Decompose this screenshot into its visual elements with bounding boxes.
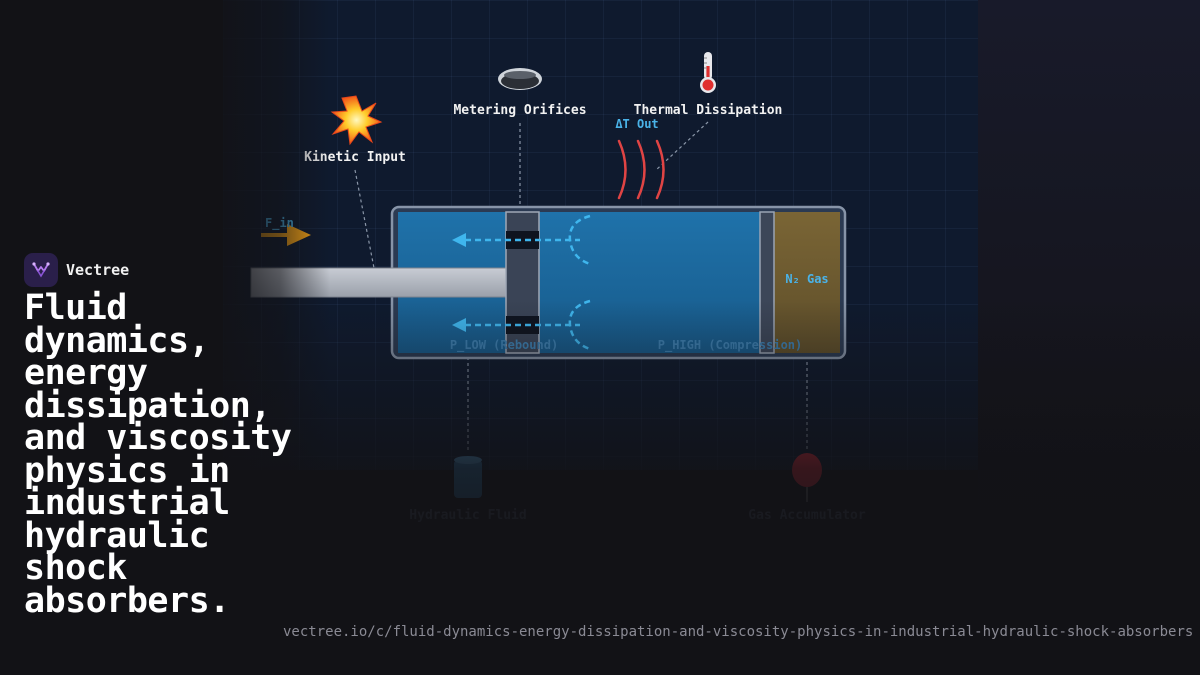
- fluid-drum-icon: [454, 456, 482, 498]
- balloon-icon: [792, 453, 822, 502]
- delta-t-out-label: ΔT Out: [615, 117, 658, 131]
- p-low-label: P_LOW (Rebound): [450, 338, 558, 353]
- hydraulic-fluid-label: Hydraulic Fluid: [409, 508, 526, 523]
- gas-accumulator-label: Gas Accumulator: [748, 508, 866, 523]
- thermal-dissipation-label: Thermal Dissipation: [634, 103, 783, 118]
- orifice-top: [506, 231, 539, 249]
- brand[interactable]: Vectree: [24, 253, 129, 287]
- p-high-label: P_HIGH (Compression): [658, 338, 803, 353]
- orifice-disc-icon: [498, 68, 542, 90]
- thermometer-icon: [700, 52, 716, 93]
- gas-label: N₂ Gas: [785, 272, 828, 286]
- leader-kinetic: [354, 169, 375, 269]
- collision-icon: [330, 95, 383, 146]
- floating-piston: [759, 211, 775, 354]
- page-title: Fluid dynamics, energy dissipation, and …: [24, 288, 292, 621]
- page-url[interactable]: vectree.io/c/fluid-dynamics-energy-dissi…: [283, 624, 1194, 640]
- vectree-logo-icon: [24, 253, 58, 287]
- heat-waves: [617, 139, 665, 200]
- brand-name: Vectree: [66, 261, 130, 279]
- flow-arrowhead-top: [452, 233, 466, 247]
- metering-orifices-label: Metering Orifices: [453, 103, 586, 118]
- force-in-label: F_in: [265, 216, 294, 231]
- kinetic-input-label: Kinetic Input: [304, 150, 406, 165]
